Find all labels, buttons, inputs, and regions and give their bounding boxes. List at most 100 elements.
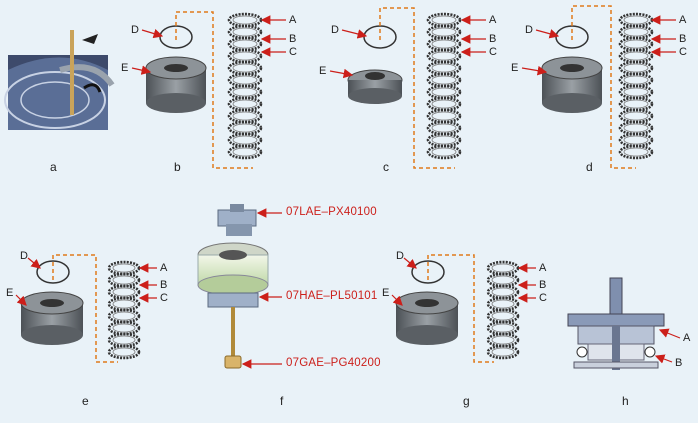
clutch-disc-inner (491, 323, 515, 333)
clutch-disc-inner (623, 99, 649, 109)
clutch-disc-inner (623, 123, 649, 133)
clutch-disc-inner (623, 51, 649, 61)
label-b-d: B (679, 33, 687, 45)
clutch-disc-inner (431, 111, 457, 121)
panel-h-illustration (567, 277, 665, 370)
label-e-c: E (319, 65, 327, 77)
clutch-disc-inner (431, 27, 457, 37)
clutch-disc (486, 344, 520, 360)
label-b-g: B (539, 279, 547, 291)
clutch-disc (227, 72, 263, 88)
label-d-g: D (396, 250, 404, 262)
clutch-disc-inner (623, 75, 649, 85)
clutch-disc (227, 120, 263, 136)
clutch-disc-inner (623, 87, 649, 97)
clutch-disc-inner (232, 123, 258, 133)
caption-c: c (383, 160, 389, 174)
clutch-disc-inner (431, 15, 457, 25)
clutch-disc-inner (112, 263, 136, 273)
tool-label-2: 07HAE–PL50101 (286, 290, 378, 302)
clutch-disc-inner (232, 27, 258, 37)
clutch-disc-inner (491, 335, 515, 345)
label-c-g: C (539, 292, 547, 304)
clutch-disc (426, 144, 462, 160)
clutch-disc-inner (112, 299, 136, 309)
label-a-d: A (679, 14, 687, 26)
clutch-disc-inner (491, 263, 515, 273)
label-c-d: C (679, 46, 687, 58)
clutch-disc (227, 24, 263, 40)
clutch-disc (227, 96, 263, 112)
clutch-disc (107, 344, 141, 360)
clutch-disc-inner (491, 347, 515, 357)
label-a-e: A (160, 262, 168, 274)
clutch-disc-inner (623, 39, 649, 49)
panel-e-illustration (20, 254, 141, 363)
clutch-disc-inner (431, 99, 457, 109)
clutch-disc-inner (431, 51, 457, 61)
label-b-e: B (160, 279, 168, 291)
clutch-disc (426, 72, 462, 88)
label-b-h: B (675, 357, 683, 369)
clutch-disc-inner (431, 75, 457, 85)
label-c-c: C (489, 46, 497, 58)
label-d-e: D (20, 250, 28, 262)
clutch-disc-inner (112, 335, 136, 345)
label-a-h: A (683, 332, 691, 344)
panel-c-illustration (347, 7, 462, 169)
label-d-b: D (131, 24, 139, 36)
caption-b: b (174, 160, 181, 174)
clutch-disc-inner (431, 135, 457, 145)
label-a-b: A (289, 14, 297, 26)
clutch-disc-inner (232, 99, 258, 109)
caption-a: a (50, 160, 57, 174)
clutch-disc-inner (623, 63, 649, 73)
label-d-c: D (331, 24, 339, 36)
label-d-d: D (525, 24, 533, 36)
label-a-g: A (539, 262, 547, 274)
label-e-e: E (6, 287, 14, 299)
clutch-disc (426, 84, 462, 100)
clutch-disc (618, 132, 654, 148)
clutch-disc (426, 36, 462, 52)
clutch-disc (227, 144, 263, 160)
clutch-disc (618, 108, 654, 124)
clutch-disc (426, 120, 462, 136)
clutch-disc-inner (232, 51, 258, 61)
clutch-disc-inner (232, 63, 258, 73)
clutch-disc (227, 132, 263, 148)
label-e-g: E (382, 287, 390, 299)
clutch-disc-inner (232, 135, 258, 145)
clutch-disc-inner (431, 147, 457, 157)
clutch-disc (227, 108, 263, 124)
clutch-disc-inner (431, 39, 457, 49)
clutch-disc-inner (623, 15, 649, 25)
clutch-disc (426, 108, 462, 124)
clutch-disc-inner (431, 63, 457, 73)
label-c-b: C (289, 46, 297, 58)
clutch-disc-inner (232, 87, 258, 97)
panel-d-illustration (541, 5, 654, 169)
clutch-disc (426, 96, 462, 112)
clutch-disc-inner (491, 311, 515, 321)
clutch-disc-inner (232, 39, 258, 49)
clutch-disc (227, 60, 263, 76)
clutch-disc (618, 60, 654, 76)
label-c-e: C (160, 292, 168, 304)
clutch-disc-inner (491, 287, 515, 297)
tool-upper-bracket (217, 209, 257, 227)
caption-g: g (463, 394, 470, 408)
clutch-disc-inner (232, 75, 258, 85)
clutch-disc (426, 24, 462, 40)
tool-label-3: 07GAE–PG40200 (286, 357, 381, 369)
caption-h: h (622, 394, 629, 408)
clutch-disc-inner (623, 135, 649, 145)
tool-lower-plate (207, 292, 259, 308)
clutch-disc-inner (491, 299, 515, 309)
caption-d: d (586, 160, 593, 174)
label-b-c: B (489, 33, 497, 45)
clutch-disc (618, 36, 654, 52)
clutch-disc-inner (112, 347, 136, 357)
